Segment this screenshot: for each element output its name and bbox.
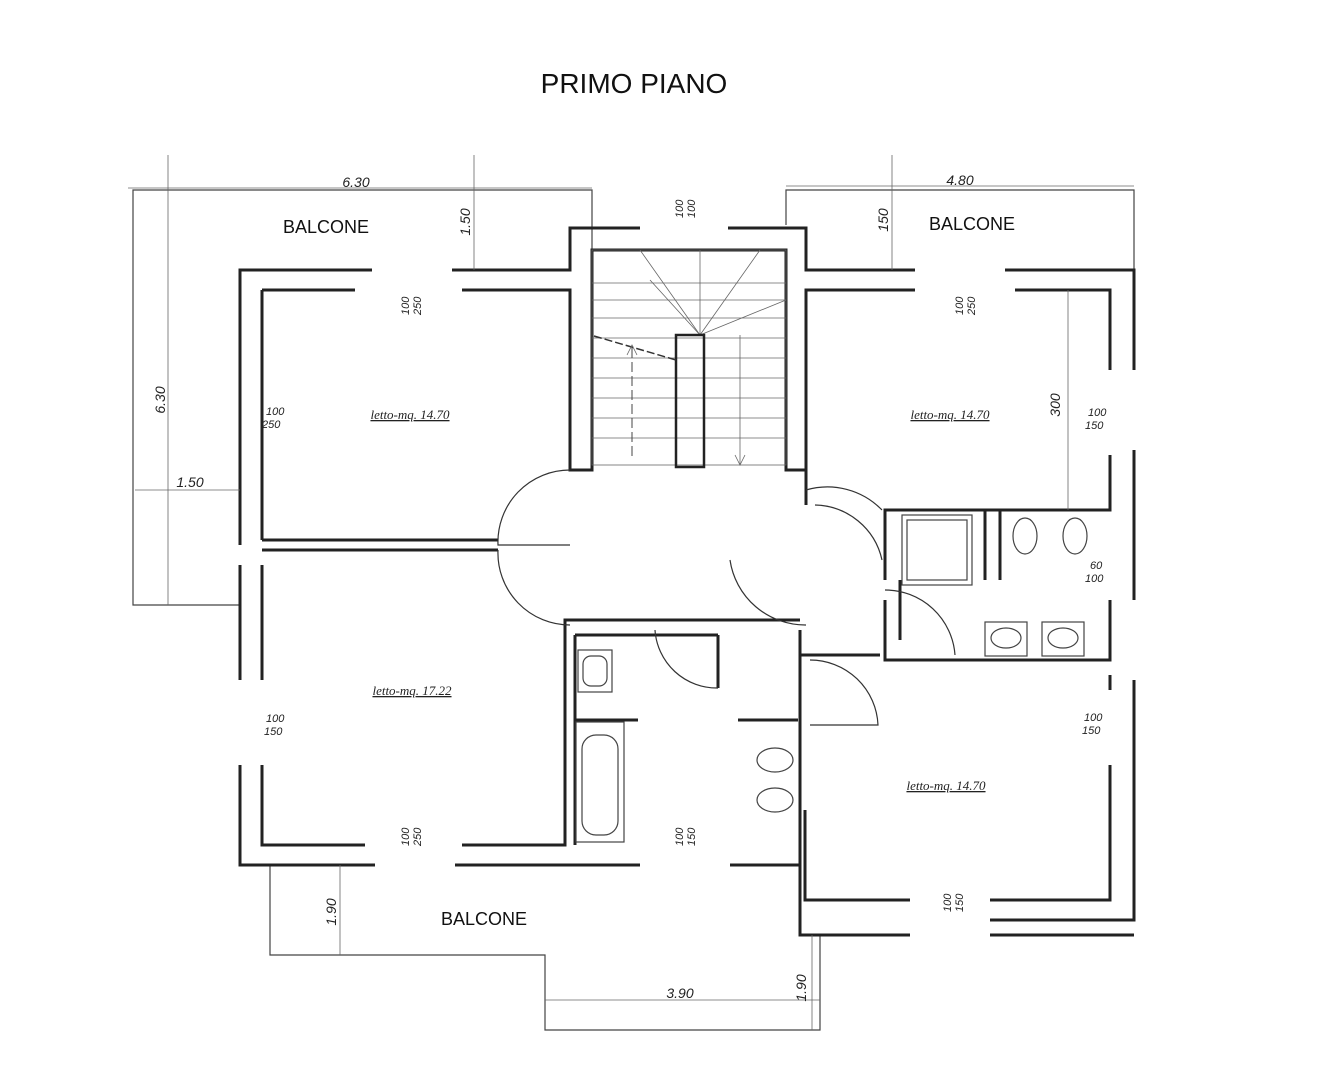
window-bottom-left-side-b: 150 [264,726,283,738]
window-stair-b: 100 [686,199,698,218]
window-bath-b: 100 [1085,573,1104,585]
staircase [591,249,787,469]
wall-top-left-room [238,226,915,545]
dim-top-left-balcony-depth: 1.50 [457,208,473,235]
window-top-right-side-a: 100 [1088,407,1107,419]
window-bottom-right-side-b: 150 [1082,725,1101,737]
room-label-top-right: letto-mq. 14.70 [910,407,990,422]
balcony-top-right-outline [785,189,1135,270]
room-label-bottom-right: letto-mq. 14.70 [906,778,986,793]
window-top-left-side-a: 100 [266,406,285,418]
wall-top-right-room [804,268,1136,922]
bidet-bath-right [1012,517,1038,555]
dim-right-room-height: 300 [1047,393,1063,417]
window-top-right-b: 250 [966,296,978,316]
dim-bottom-balcony-depth-right: 1.90 [793,974,809,1001]
window-bath2-b: 150 [686,827,698,846]
dimension-lines [128,155,1134,1030]
dim-top-left-width: 6.30 [342,174,369,190]
wall-bottom-left-room [238,538,800,867]
wall-bath-left [573,633,798,845]
window-top-right-a: 100 [954,296,966,315]
room-label-bottom-left: letto-mq. 17.22 [372,683,452,698]
window-bath-a: 60 [1090,560,1103,572]
window-top-left-b: 250 [412,296,424,316]
room-label-top-left: letto-mq. 14.70 [370,407,450,422]
window-bottom-right-side-a: 100 [1084,712,1103,724]
balcony-label-top-right: BALCONE [929,214,1015,234]
window-top-right-side-b: 150 [1085,420,1104,432]
window-bottom-left-b: 250 [412,827,424,847]
window-top-left-side-b: 250 [261,419,281,431]
window-bottom-right-a: 100 [942,893,954,912]
balcony-label-bottom: BALCONE [441,909,527,929]
dim-top-left-height: 6.30 [152,386,168,413]
wall-bottom-right-room [798,630,1134,937]
window-bottom-left-side-a: 100 [266,713,285,725]
bathtub [575,721,625,843]
bidet-bath-left [756,747,794,773]
balcony-label-top-left: BALCONE [283,217,369,237]
page-title: PRIMO PIANO [541,68,728,99]
window-bottom-left-a: 100 [400,827,412,846]
window-top-left-a: 100 [400,296,412,315]
sink-bath-right-1 [984,621,1028,657]
sink-bath-left [577,649,613,693]
dim-bottom-balcony-width: 3.90 [666,985,693,1001]
toilet-bath-right [1062,517,1088,555]
dim-top-right-width: 4.80 [946,172,973,188]
balcony-top-left-outline [132,189,593,606]
dim-left-balcony-depth: 1.50 [176,474,203,490]
balcony-bottom-outline [269,865,821,1031]
toilet-bath-left [756,787,794,813]
door-swings [497,469,956,726]
shower-tray [901,514,973,586]
dim-top-right-balcony-depth: 150 [875,208,891,232]
window-stair-a: 100 [674,199,686,218]
wall-bath-right [883,510,1112,662]
window-bottom-right-b: 150 [954,893,966,912]
dim-bottom-balcony-depth: 1.90 [323,898,339,925]
sink-bath-right-2 [1041,621,1085,657]
window-bath2-a: 100 [674,827,686,846]
